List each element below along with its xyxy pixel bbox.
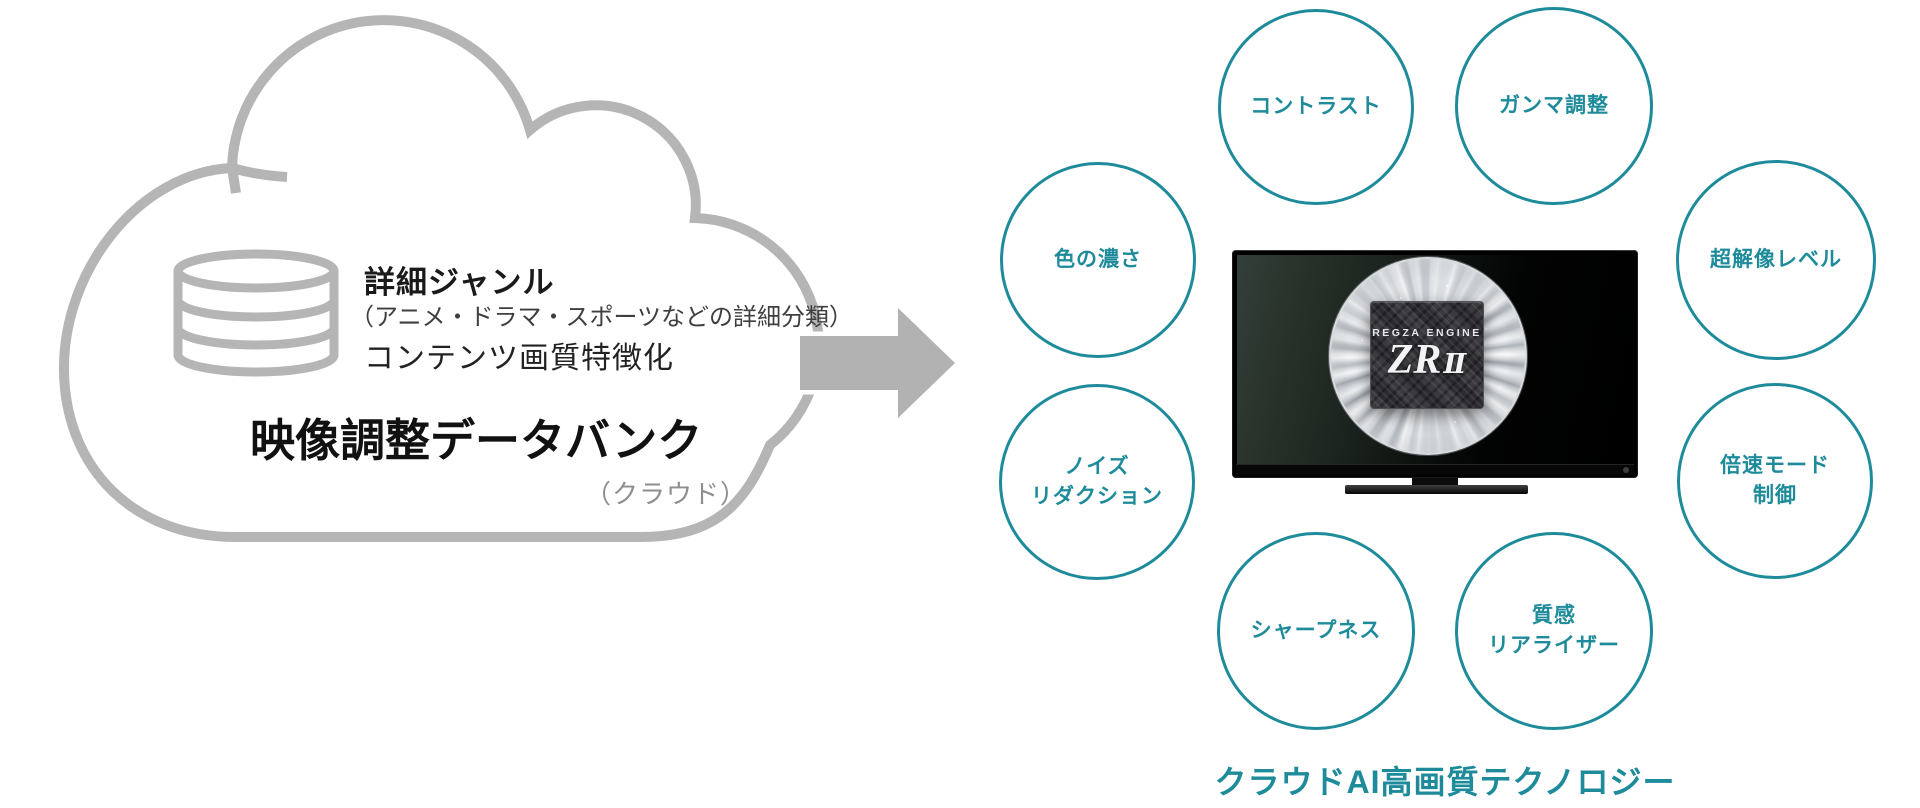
- chip-model-suffix: Ⅱ: [1443, 348, 1467, 379]
- feature-circle-7: 質感リアライザー: [1455, 532, 1653, 730]
- feature-circle-2: 色の濃さ: [1000, 162, 1196, 358]
- tv-bottom-bezel: [1236, 464, 1634, 475]
- feature-circle-0: コントラスト: [1218, 9, 1414, 205]
- cloud-stroke-tail-vertical: [227, 167, 241, 194]
- feature-circle-label: 制御: [1753, 484, 1797, 507]
- feature-circle-label: 超解像レベル: [1710, 248, 1842, 271]
- feature-circle-label: 倍速モード: [1720, 454, 1830, 477]
- chip-model-zr: ZR: [1387, 336, 1442, 383]
- flow-arrow-icon: [795, 297, 962, 429]
- cloud-graphic: [58, 15, 962, 542]
- feature-circle-label: コントラスト: [1250, 95, 1382, 118]
- diagram-caption: クラウドAI高画質テクノロジー: [1214, 764, 1676, 800]
- feature-circle-label: シャープネス: [1250, 619, 1382, 642]
- feature-circle-label: ガンマ調整: [1499, 94, 1609, 117]
- cloud-title: 映像調整データバンク: [250, 415, 703, 466]
- feature-circle-5: 倍速モード制御: [1677, 383, 1873, 579]
- db-feature: コンテンツ画質特徴化: [364, 342, 674, 375]
- feature-circle-label: 色の濃さ: [1054, 248, 1142, 271]
- feature-circle-4: ノイズリダクション: [999, 384, 1195, 580]
- cloud-note: （クラウド）: [585, 479, 748, 509]
- tv-stand-neck: [1412, 478, 1458, 485]
- db-subtitle: （アニメ・ドラマ・スポーツなどの詳細分類）: [350, 304, 854, 331]
- feature-circle-label: 質感: [1532, 604, 1576, 627]
- engine-burst-graphic: REGZA ENGINE ZRⅡ: [1329, 257, 1527, 455]
- database-icon: [173, 249, 339, 377]
- feature-circle-label: リアライザー: [1488, 634, 1620, 657]
- feature-circle-1: ガンマ調整: [1455, 7, 1653, 205]
- tv-logo-icon: [1623, 467, 1629, 473]
- regza-engine-chip: REGZA ENGINE ZRⅡ: [1370, 301, 1484, 409]
- feature-circle-6: シャープネス: [1217, 532, 1415, 730]
- tv-stand-base: [1345, 485, 1528, 494]
- db-title: 詳細ジャンル: [364, 265, 555, 300]
- feature-circle-label: リダクション: [1031, 485, 1163, 508]
- chip-model-label: ZRⅡ: [1387, 336, 1467, 384]
- feature-circle-label: ノイズ: [1064, 455, 1130, 478]
- feature-circle-3: 超解像レベル: [1676, 160, 1876, 360]
- chip-brand-label: REGZA ENGINE: [1372, 326, 1482, 339]
- tv-image: REGZA ENGINE ZRⅡ: [1232, 250, 1638, 478]
- cloud-outline: [58, 15, 824, 542]
